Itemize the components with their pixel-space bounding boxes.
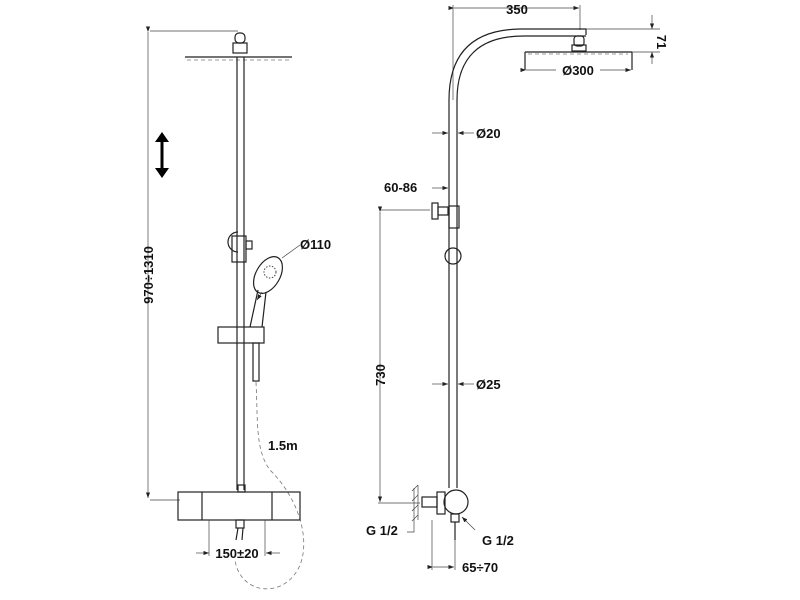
- height-range-label: 970÷1310: [141, 246, 156, 304]
- overhead-shower-side: [185, 32, 292, 61]
- hose-length-label: 1.5m: [268, 438, 298, 453]
- wall-bracket: [431, 202, 460, 229]
- riser-rail: [217, 57, 265, 493]
- head-height-label: 71: [654, 35, 669, 49]
- shower-arm: [448, 28, 587, 420]
- slider-knob: [444, 247, 462, 265]
- thermostatic-mixer: [177, 491, 301, 556]
- arm-projection-label: 350: [506, 2, 528, 17]
- wall-inlet-thread-label: G 1/2: [366, 523, 398, 538]
- wall-distance-label: 65÷70: [462, 560, 498, 575]
- left-view: 970÷1310 Ø110: [141, 26, 331, 590]
- outlet-thread-label: G 1/2: [482, 533, 514, 548]
- bracket-offset-label: 60-86: [384, 180, 417, 195]
- bracket-height-label: 730: [373, 364, 388, 386]
- overhead-shower-head: [524, 51, 633, 70]
- adjust-arrow-icon: [155, 132, 169, 178]
- handshower-diameter-label: Ø110: [300, 237, 331, 252]
- right-view: 350 71 Ø300 Ø20 60-86 730: [366, 2, 669, 575]
- mixer-side-view: [411, 420, 469, 540]
- inlet-spacing-label: 150±20: [215, 546, 258, 561]
- handshower: [249, 244, 301, 382]
- lower-pipe-diameter-label: Ø25: [476, 377, 501, 392]
- extension-lines: [150, 30, 238, 501]
- head-diameter-label: Ø300: [562, 63, 594, 78]
- label-backing: [556, 62, 600, 78]
- upper-pipe-diameter-label: Ø20: [476, 126, 501, 141]
